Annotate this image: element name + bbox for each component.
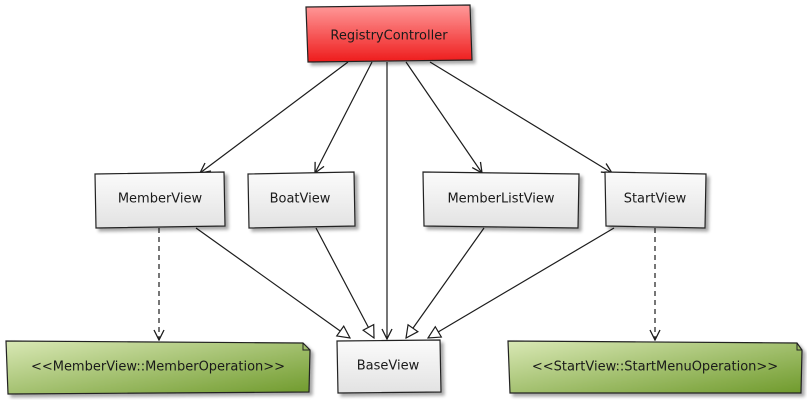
folded-corner <box>796 343 802 351</box>
node-registry-controller[interactable]: RegistryController <box>305 4 473 63</box>
node-label: <<MemberView::MemberOperation>> <box>31 360 285 375</box>
edge-registry-controller-to-boat-view <box>315 61 373 173</box>
node-base-view[interactable]: BaseView <box>336 339 442 394</box>
edge-member-list-view-to-base-view <box>406 227 485 338</box>
folded-corner <box>302 343 310 351</box>
node-label: StartView <box>624 192 687 207</box>
node-member-list-view[interactable]: MemberListView <box>422 171 580 229</box>
edge-registry-controller-to-start-view <box>429 61 612 173</box>
edge-member-view-to-base-view <box>195 227 350 338</box>
node-member-view[interactable]: MemberView <box>94 171 226 229</box>
node-start-menu-operation[interactable]: <<StartView::StartMenuOperation>> <box>507 340 803 394</box>
node-label: RegistryController <box>330 29 448 44</box>
node-boat-view[interactable]: BoatView <box>247 171 356 229</box>
node-shape <box>604 171 707 229</box>
node-label: MemberListView <box>447 192 554 207</box>
edge-start-view-to-base-view <box>428 227 615 338</box>
edge-registry-controller-to-member-list-view <box>405 61 482 173</box>
node-shape <box>247 171 356 229</box>
node-label: BoatView <box>270 192 331 207</box>
node-label: MemberView <box>118 192 203 207</box>
edge-registry-controller-to-member-view <box>200 61 349 173</box>
node-label: BaseView <box>357 359 420 374</box>
node-start-view[interactable]: StartView <box>604 171 707 229</box>
node-shape <box>305 4 473 63</box>
node-shape <box>5 340 311 395</box>
node-shape <box>336 339 442 394</box>
node-shape <box>507 340 803 394</box>
node-label: <<StartView::StartMenuOperation>> <box>532 360 778 375</box>
edge-boat-view-to-base-view <box>315 227 374 338</box>
node-member-operation[interactable]: <<MemberView::MemberOperation>> <box>5 340 311 395</box>
node-shape <box>94 171 226 229</box>
edges-layer <box>159 61 655 340</box>
node-shape <box>422 171 580 229</box>
